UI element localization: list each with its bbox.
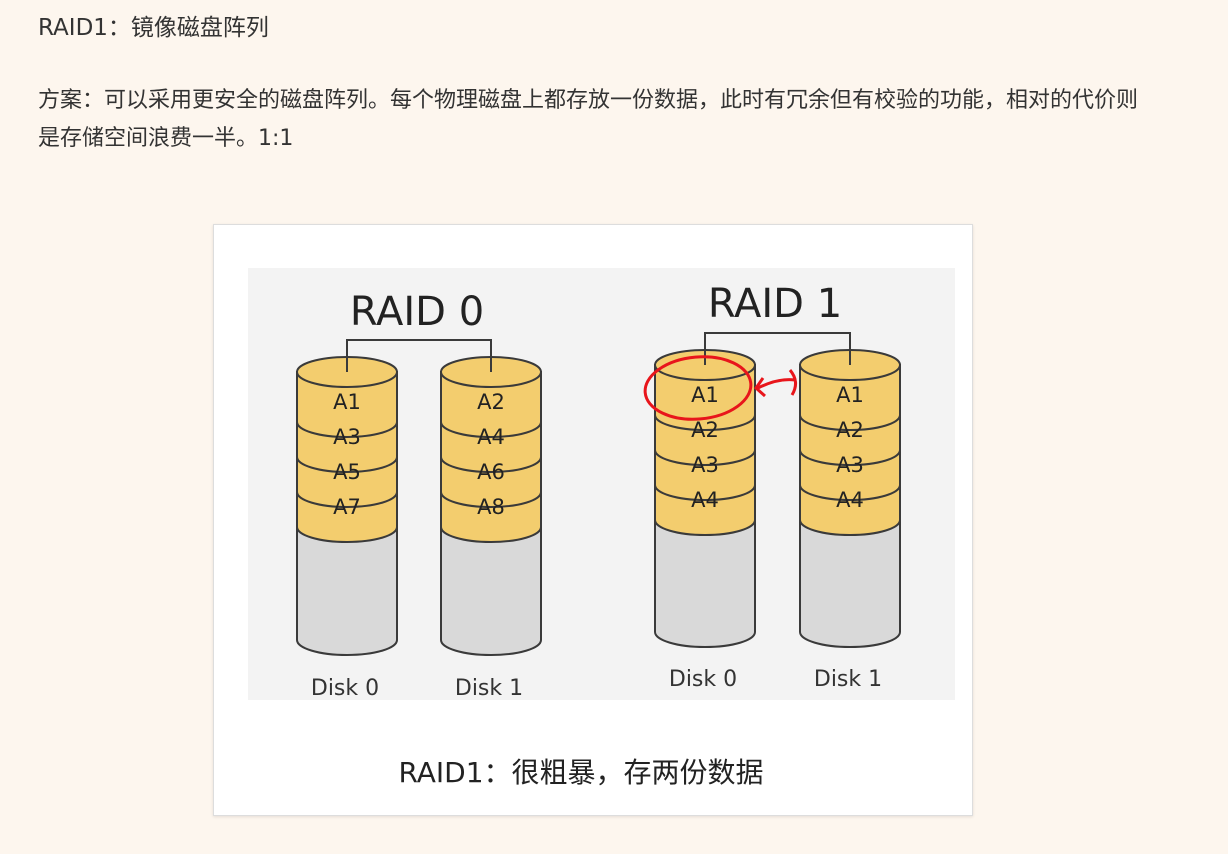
- block-divider: [296, 421, 398, 438]
- group-title: RAID 0: [350, 289, 484, 335]
- disk-data-area: [440, 371, 542, 543]
- block-label: A7: [333, 495, 361, 519]
- annotation-arrow: [754, 369, 797, 398]
- block-label: A4: [836, 488, 864, 512]
- block-label: A2: [836, 418, 864, 442]
- block-label: A6: [477, 460, 505, 484]
- block-divider: [799, 449, 901, 466]
- block-divider: [654, 414, 756, 431]
- disk-data-area: [296, 371, 398, 543]
- block-divider: [654, 484, 756, 501]
- block-divider: [440, 491, 542, 508]
- disk-label: Disk 0: [669, 667, 737, 692]
- block-label: A3: [836, 453, 864, 477]
- block-divider: [654, 449, 756, 466]
- disk-data-area: [654, 364, 756, 536]
- section-heading: RAID1：镜像磁盘阵列: [38, 15, 269, 41]
- block-label: A5: [333, 460, 361, 484]
- disk-data-area: [799, 364, 901, 536]
- block-label: A1: [691, 383, 719, 407]
- block-divider: [799, 414, 901, 431]
- block-divider: [799, 484, 901, 501]
- block-label: A4: [477, 425, 505, 449]
- block-label: A2: [477, 390, 505, 414]
- figure-caption: RAID1：很粗暴，存两份数据: [398, 756, 763, 789]
- block-divider: [296, 456, 398, 473]
- block-divider: [440, 456, 542, 473]
- disk-label: Disk 1: [455, 676, 523, 701]
- paragraph: 方案：可以采用更安全的磁盘阵列。每个物理磁盘上都存放一份数据，此时有冗余但有校验…: [38, 88, 1139, 151]
- block-label: A8: [477, 495, 505, 519]
- annotation-circle: [643, 355, 753, 421]
- block-label: A3: [691, 453, 719, 477]
- group-title: RAID 1: [708, 281, 842, 327]
- disk-label: Disk 1: [814, 667, 882, 692]
- block-label: A3: [333, 425, 361, 449]
- block-label: A1: [333, 390, 361, 414]
- block-label: A4: [691, 488, 719, 512]
- disk-label: Disk 0: [311, 676, 379, 701]
- block-label: A2: [691, 418, 719, 442]
- block-divider: [296, 491, 398, 508]
- block-label: A1: [836, 383, 864, 407]
- block-divider: [440, 421, 542, 438]
